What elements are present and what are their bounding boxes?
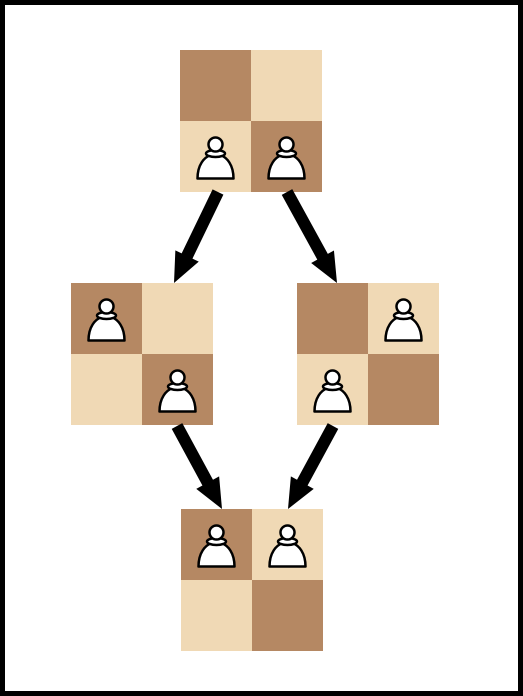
white-pawn-icon bbox=[313, 369, 352, 413]
white-pawn-icon bbox=[384, 298, 423, 342]
white-pawn-icon bbox=[268, 524, 307, 568]
square-light bbox=[71, 354, 142, 425]
white-pawn-icon bbox=[87, 298, 126, 342]
board-right bbox=[297, 283, 439, 425]
arrow-icon bbox=[288, 423, 339, 509]
square-dark bbox=[368, 354, 439, 425]
arrow-icon bbox=[171, 423, 222, 509]
arrow-icon bbox=[281, 189, 337, 283]
square-light bbox=[251, 50, 322, 121]
white-pawn-icon bbox=[197, 524, 236, 568]
square-light bbox=[142, 283, 213, 354]
arrow-icon bbox=[174, 189, 224, 283]
board-top bbox=[180, 50, 322, 192]
square-light bbox=[181, 580, 252, 651]
board-left bbox=[71, 283, 213, 425]
white-pawn-icon bbox=[158, 369, 197, 413]
white-pawn-icon bbox=[196, 136, 235, 180]
square-dark bbox=[180, 50, 251, 121]
square-dark bbox=[252, 580, 323, 651]
board-bottom bbox=[181, 509, 323, 651]
white-pawn-icon bbox=[267, 136, 306, 180]
square-dark bbox=[297, 283, 368, 354]
